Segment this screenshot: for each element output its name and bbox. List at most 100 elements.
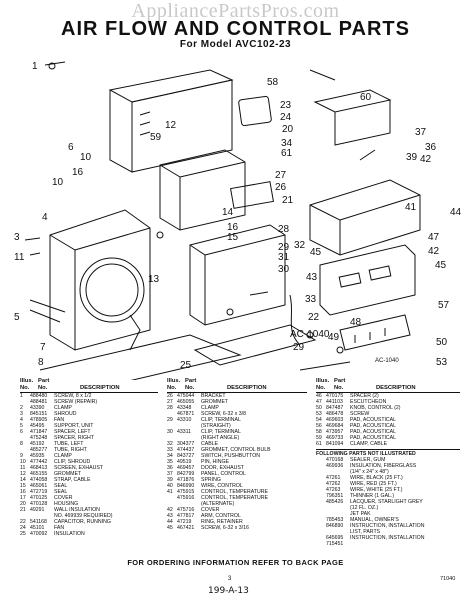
callout: 20 bbox=[282, 124, 294, 135]
callout: 47 bbox=[428, 232, 440, 243]
part-number: 715451 bbox=[326, 541, 344, 547]
callout: 11 bbox=[14, 252, 25, 263]
part-illus-number: 29 bbox=[167, 417, 173, 423]
part-number: 796351 bbox=[326, 493, 344, 499]
part-number: 465061 bbox=[30, 483, 48, 489]
part-description: TUBE, LEFT bbox=[54, 441, 84, 447]
part-number: 465155 bbox=[30, 471, 48, 477]
control-housing bbox=[309, 179, 421, 256]
callout: 33 bbox=[305, 294, 317, 305]
part-illus-number: 11 bbox=[20, 465, 26, 471]
callout: 49 bbox=[328, 332, 340, 343]
callout: 10 bbox=[52, 177, 64, 188]
part-description: SUPPORT, UNIT bbox=[54, 423, 94, 429]
part-number: 843727 bbox=[177, 453, 195, 459]
part-number: 469603 bbox=[326, 417, 344, 423]
part-illus-number: 10 bbox=[20, 459, 26, 465]
part-number: 471876 bbox=[177, 477, 195, 483]
part-number: 842799 bbox=[177, 471, 195, 477]
acoustical-pad bbox=[238, 95, 272, 127]
part-description: SPACER (2) bbox=[350, 393, 379, 399]
part-description: COVER bbox=[54, 495, 73, 501]
part-description: CONTROL, TEMPERATURE bbox=[201, 495, 268, 501]
part-description: SCREW bbox=[350, 411, 370, 417]
part-number: 845151 bbox=[30, 411, 48, 417]
part-description: (1/4" x 24" x 48") bbox=[350, 469, 389, 475]
part-description: SEALER, GUM bbox=[350, 457, 386, 463]
part-description: CLAMP bbox=[201, 405, 219, 411]
part-illus-number: 56 bbox=[316, 423, 322, 429]
part-row: (RIGHT ANGLE) bbox=[167, 435, 307, 441]
part-illus-number: 47 bbox=[316, 399, 322, 405]
part-description: SWITCH, PUSHBUTTON bbox=[201, 453, 260, 459]
document-code: 71040 bbox=[440, 576, 456, 582]
part-illus-number: 17 bbox=[20, 495, 26, 501]
part-description: (RIGHT ANGLE) bbox=[201, 435, 240, 441]
part-illus-number: 12 bbox=[20, 471, 26, 477]
part-illus-number: 61 bbox=[316, 441, 322, 447]
part-description: INSULATION, FIBERGLASS bbox=[350, 463, 417, 469]
callout: 43 bbox=[306, 272, 318, 283]
page-title: AIR FLOW AND CONTROL PARTS bbox=[61, 18, 410, 40]
exploded-parts-diagram: 1 6 16 10 10 4 3 11 5 7 8 59 12 13 14 16… bbox=[14, 61, 462, 380]
part-illus-number: 9 bbox=[20, 453, 23, 459]
part-number: 470128 bbox=[30, 501, 48, 507]
part-number: 45495 bbox=[30, 423, 45, 429]
callout: 25 bbox=[180, 360, 192, 371]
housing-top bbox=[108, 69, 234, 103]
part-description: FAN bbox=[54, 417, 65, 423]
callout: 32 bbox=[294, 240, 306, 251]
part-number: 470125 bbox=[30, 495, 48, 501]
callout: 13 bbox=[148, 274, 160, 285]
part-number: 45101 bbox=[30, 525, 45, 531]
part-description: CLIP, SHROUD bbox=[54, 459, 91, 465]
part-description: INSTRUCTION, INSTALLATION bbox=[350, 535, 425, 541]
header-part-no: No. bbox=[185, 385, 195, 391]
part-number: 49291 bbox=[30, 507, 45, 513]
part-number: 488480 bbox=[30, 393, 48, 399]
callout: 22 bbox=[308, 312, 320, 323]
column-header: Illus. Part No. No. DESCRIPTION bbox=[316, 378, 460, 393]
part-description: FAN bbox=[54, 525, 65, 531]
part-number: 43390 bbox=[30, 405, 45, 411]
part-illus-number: 4 bbox=[20, 417, 23, 423]
callout: 57 bbox=[438, 300, 450, 311]
header-desc: DESCRIPTION bbox=[80, 385, 120, 391]
blower-box bbox=[159, 149, 246, 231]
ordering-footer: FOR ORDERING INFORMATION REFER TO BACK P… bbox=[127, 558, 344, 567]
part-description: MANUAL, OWNER'S bbox=[350, 517, 399, 523]
part-illus-number: 5 bbox=[20, 423, 23, 429]
part-number: 478905 bbox=[30, 417, 48, 423]
part-illus-number: 37 bbox=[167, 471, 173, 477]
part-description: CAPACITOR, RUNNING bbox=[54, 519, 111, 525]
part-description: PIN, HINGE bbox=[201, 459, 229, 465]
control-panel bbox=[319, 244, 416, 316]
part-description: WIRE, RED (25 FT.) bbox=[350, 481, 397, 487]
header-illus: Illus. bbox=[316, 378, 330, 384]
part-description: CLIP, TERMINAL bbox=[201, 429, 241, 435]
part-number: 469684 bbox=[326, 423, 344, 429]
part-description: HOUSING bbox=[54, 501, 79, 507]
callout: 1 bbox=[32, 61, 38, 72]
part-description: SHROUD bbox=[54, 411, 77, 417]
callout: 29 bbox=[293, 342, 305, 353]
part-description: SCREW (REPAIR) bbox=[54, 399, 98, 405]
watermark: AppliancePartsPros.com bbox=[131, 0, 340, 22]
part-description: PAD, ACOUSTICAL bbox=[350, 417, 397, 423]
part-description: SPACER, RIGHT bbox=[54, 435, 94, 441]
shroud bbox=[49, 209, 151, 351]
part-description: DOOR, EXHAUST bbox=[201, 465, 244, 471]
